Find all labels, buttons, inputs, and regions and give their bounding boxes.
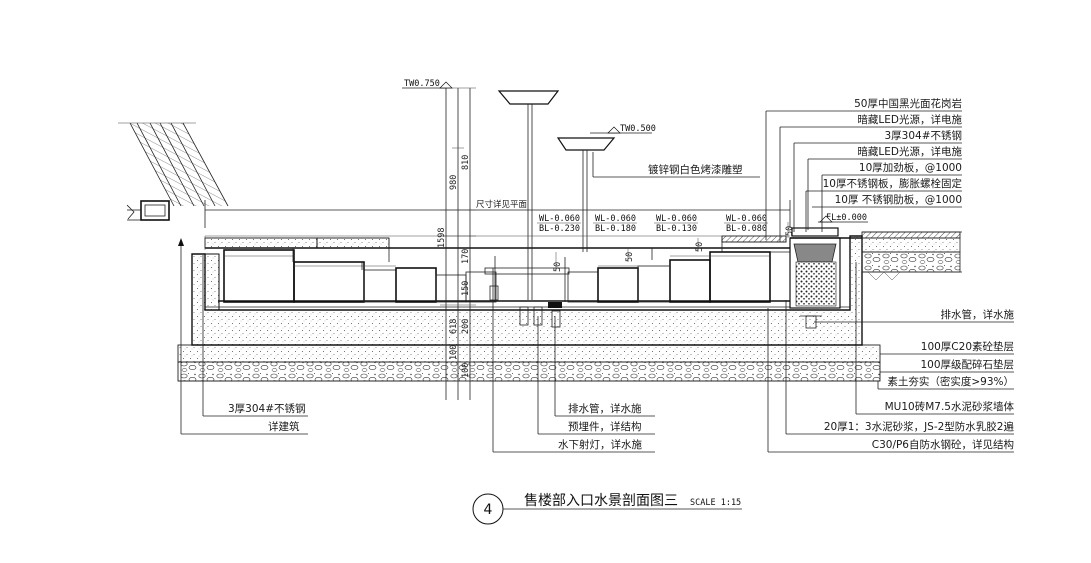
callout-granite: 50厚中国黑光面花岗岩	[854, 97, 962, 110]
level-markers: TW0.750 TW0.500 FL±0.000 WL-0.060 BL-0.2…	[402, 79, 868, 234]
pool-1-bl: BL-0.230	[539, 224, 580, 234]
callout-architecture: 详建筑	[268, 420, 300, 433]
dim-810: 810	[461, 155, 471, 170]
pool-3-wl: WL-0.060	[656, 214, 697, 224]
callout-brick-wall: MU10砖M7.5水泥砂浆墙体	[885, 400, 1015, 413]
callout-soil: 素土夯实（密实度>93%）	[887, 375, 1014, 388]
callout-stainless-plate: 10厚不锈钢板，膨胀螺栓固定	[823, 177, 963, 190]
right-edge-structure	[721, 227, 962, 329]
dim-618: 618	[449, 319, 459, 334]
callout-c20-base: 100厚C20素砼垫层	[921, 340, 1014, 353]
callout-led-2: 暗藏LED光源，详电施	[857, 145, 962, 158]
sculpture-note: 镀锌钢白色烤漆雕塑	[648, 163, 743, 176]
dim-50-a: 50	[553, 262, 563, 272]
foundation-layers	[177, 344, 881, 382]
size-reference-note: 尺寸详见平面	[476, 199, 528, 210]
pool-2-bl: BL-0.180	[595, 224, 636, 234]
sculpture-and-pipes	[484, 90, 616, 328]
pool-coping	[204, 237, 790, 249]
callout-c30-concrete: C30/P6自防水钢砼，详见结构	[872, 438, 1014, 451]
dimension-lines	[204, 87, 791, 400]
dim-150: 150	[461, 281, 471, 296]
title-number: 4	[484, 502, 493, 518]
title-block: 4 售楼部入口水景剖面图三 SCALE 1:15	[472, 493, 742, 525]
level-tw-top: TW0.750	[404, 79, 440, 89]
callout-waterproof: 20厚1：3水泥砂浆，JS-2型防水乳胶2遍	[824, 420, 1015, 433]
dim-50-c: 50	[695, 242, 705, 252]
callouts-left-bottom: 3厚304#不锈钢 详建筑	[178, 238, 308, 435]
sloped-wall-upper-left	[118, 122, 229, 221]
dim-50-b: 50	[625, 252, 635, 262]
callout-embedded-part: 预埋件，详结构	[568, 420, 642, 433]
callout-stainless-3: 3厚304#不锈钢	[884, 129, 962, 142]
pool-1-wl: WL-0.060	[539, 214, 580, 224]
callout-led-1: 暗藏LED光源，详电施	[857, 113, 962, 126]
dim-1598: 1598	[437, 228, 447, 248]
dimension-labels: 1598 980 810 170 618 200 100 100 150 50 …	[437, 155, 795, 378]
callouts-right-top: 50厚中国黑光面花岗岩 暗藏LED光源，详电施 3厚304#不锈钢 暗藏LED光…	[765, 97, 963, 242]
dim-170: 170	[461, 249, 471, 264]
level-tw-mid: TW0.500	[620, 124, 656, 134]
pool-4-wl: WL-0.060	[726, 214, 767, 224]
callout-drain-center: 排水管，详水施	[568, 402, 642, 415]
pool-3-bl: BL-0.130	[656, 224, 697, 234]
callout-stainless-left: 3厚304#不锈钢	[228, 402, 306, 415]
dim-200: 200	[461, 319, 471, 334]
callout-gravel-base: 100厚级配碎石垫层	[920, 358, 1014, 371]
stepped-pools	[223, 240, 793, 303]
title-name: 售楼部入口水景剖面图三	[524, 493, 678, 509]
dim-100-b: 100	[461, 363, 471, 378]
dim-100-a: 100	[449, 345, 459, 360]
drawing-notes: 尺寸详见平面 镀锌钢白色烤漆雕塑	[476, 152, 760, 210]
level-fl: FL±0.000	[826, 213, 867, 223]
callouts-right-bottom: 排水管，详水施 100厚C20素砼垫层 100厚级配碎石垫层 素土夯实（密实度>…	[767, 262, 1015, 453]
callouts-center-bottom: 排水管，详水施 预埋件，详结构 水下射灯，详水施	[492, 268, 655, 453]
callout-underwater-light: 水下射灯，详水施	[558, 438, 642, 451]
callout-stiffener: 10厚加劲板，@1000	[859, 161, 962, 174]
dim-50-d: 50	[785, 226, 795, 236]
callout-rib-plate: 10厚 不锈钢肋板，@1000	[835, 193, 962, 206]
pool-2-wl: WL-0.060	[595, 214, 636, 224]
callout-drain-right: 排水管，详水施	[941, 308, 1015, 321]
dim-980: 980	[449, 175, 459, 190]
title-scale: SCALE 1:15	[690, 498, 741, 508]
pool-4-bl: BL-0.080	[726, 224, 767, 234]
